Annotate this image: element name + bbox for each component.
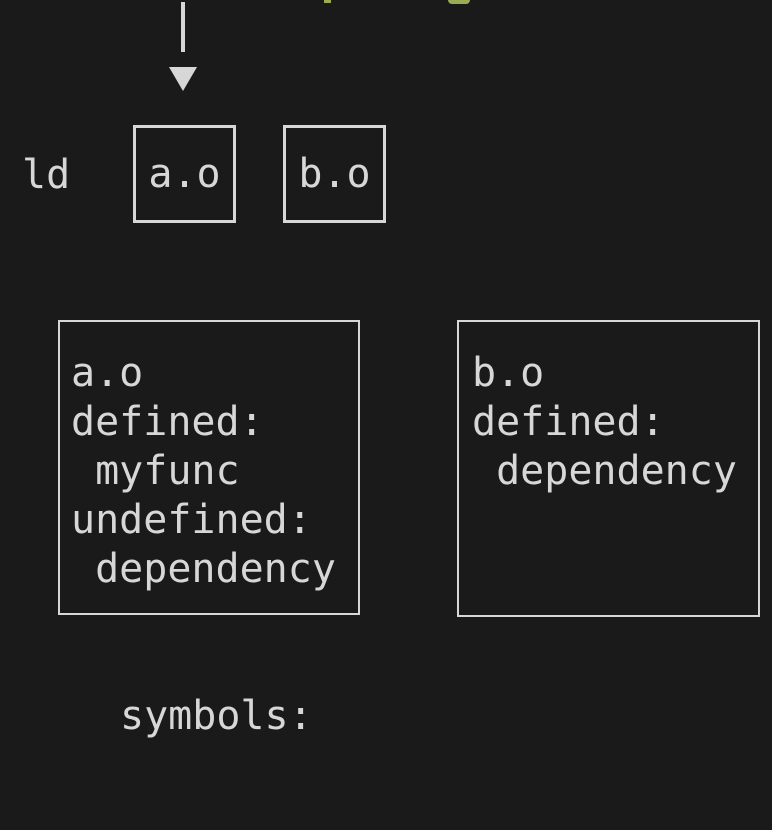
arrow-shaft (181, 2, 185, 52)
symbols-label: symbols: (120, 693, 313, 739)
symbol-table-line: myfunc (71, 448, 240, 494)
symbol-table-line: b.o (472, 350, 545, 396)
object-file-box-a: a.o (133, 125, 236, 223)
symbol-table-line: undefined: (71, 497, 312, 543)
symbol-table-line: defined: (472, 399, 665, 445)
symbol-table-line: dependency (71, 546, 336, 592)
symbol-table-line: defined: (71, 399, 264, 445)
arrow-head (169, 67, 197, 91)
clipped-green-text-fragment (324, 0, 331, 3)
linker-label: ld (22, 152, 71, 198)
object-file-label: a.o (148, 150, 221, 197)
symbol-table-box-a: a.o defined: myfunc undefined: dependenc… (58, 320, 360, 615)
symbol-table-box-b: b.o defined: dependency (457, 320, 760, 617)
symbol-table-line: dependency (472, 448, 737, 494)
symbol-table-line: a.o (71, 350, 144, 396)
object-file-label: b.o (298, 150, 371, 197)
object-file-box-b: b.o (283, 125, 386, 223)
clipped-green-text-fragment (448, 0, 470, 4)
